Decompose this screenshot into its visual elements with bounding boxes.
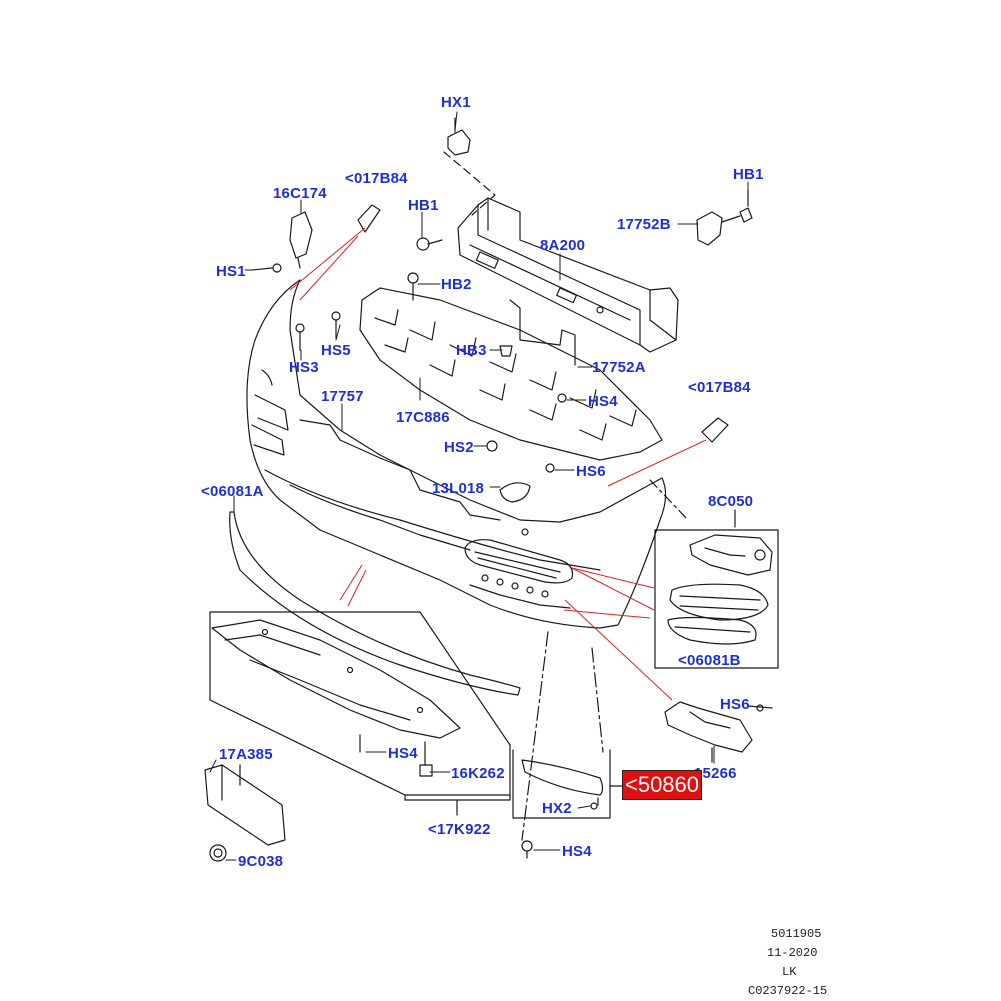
label-hb1-left: HB1 bbox=[408, 197, 439, 214]
hb2-pin bbox=[407, 272, 419, 301]
label-hs4-mid: HS4 bbox=[588, 393, 618, 410]
hs6-mid-screw bbox=[545, 463, 555, 473]
label-17k922: <17K922 bbox=[428, 821, 491, 838]
leader-lines bbox=[209, 111, 749, 861]
label-9c038: 9C038 bbox=[238, 853, 284, 870]
clip-9c038 bbox=[209, 844, 227, 862]
label-13l018: 13L018 bbox=[432, 480, 485, 497]
label-hs2: HS2 bbox=[444, 439, 474, 456]
hs4-mid-screw bbox=[557, 393, 567, 403]
label-hs4-low: HS4 bbox=[388, 745, 418, 762]
label-17c886: 17C886 bbox=[396, 409, 450, 426]
grille-group-8c050 bbox=[654, 509, 779, 669]
red-leader-lines bbox=[289, 227, 707, 701]
dash-dot-guide-right bbox=[591, 647, 604, 753]
label-17752b: 17752B bbox=[617, 216, 671, 233]
bracket-16c174 bbox=[289, 211, 313, 269]
label-hb2: HB2 bbox=[441, 276, 472, 293]
label-hs5: HS5 bbox=[321, 342, 351, 359]
label-16c174: 16C174 bbox=[273, 185, 327, 202]
label-hx2: HX2 bbox=[542, 800, 572, 817]
trim-strip-06081a bbox=[229, 511, 521, 696]
label-06081b: <06081B bbox=[678, 652, 741, 669]
label-06081a: <06081A bbox=[201, 483, 264, 500]
footer-code-1: 5011905 bbox=[771, 927, 822, 941]
label-hx1: HX1 bbox=[441, 94, 471, 111]
reflector-017b84-top bbox=[357, 204, 381, 233]
hs3-screw bbox=[295, 323, 305, 351]
hb3-clip bbox=[499, 345, 513, 357]
bracket-17752b bbox=[696, 189, 753, 246]
label-8c050: 8C050 bbox=[708, 493, 754, 510]
plate-bracket-17a385 bbox=[204, 764, 286, 846]
label-017b84-right: <017B84 bbox=[688, 379, 751, 396]
highlighted-part-number: <50860 bbox=[622, 770, 702, 800]
label-15266: 15266 bbox=[694, 765, 737, 782]
label-16k262: 16K262 bbox=[451, 765, 505, 782]
dash-dot-guide-left bbox=[521, 631, 549, 841]
footer-date: 11-2020 bbox=[767, 946, 818, 960]
label-hs4-bottom: HS4 bbox=[562, 843, 592, 860]
label-hs6-mid: HS6 bbox=[576, 463, 606, 480]
bumper-trim-50860 bbox=[512, 749, 623, 819]
label-hs1: HS1 bbox=[216, 263, 246, 280]
hs5-screw bbox=[331, 311, 341, 339]
energy-absorber-17c886 bbox=[359, 287, 663, 461]
hx1-clip bbox=[447, 117, 471, 156]
hs2-screw bbox=[486, 440, 498, 452]
label-hb3: HB3 bbox=[456, 342, 487, 359]
label-17a385: 17A385 bbox=[219, 746, 273, 763]
bumper-beam-8a200 bbox=[457, 197, 679, 366]
label-17752a: 17752A bbox=[592, 359, 646, 376]
hs4-bottom-screw bbox=[521, 840, 533, 859]
hx1-dash-line bbox=[443, 151, 496, 216]
hs1-screw bbox=[251, 263, 282, 273]
label-hs3: HS3 bbox=[289, 359, 319, 376]
label-hs6-right: HS6 bbox=[720, 696, 750, 713]
label-17757: 17757 bbox=[321, 388, 364, 405]
hb1-bolt bbox=[416, 237, 443, 251]
bumper-cover bbox=[246, 279, 667, 629]
washer-cover-13l018 bbox=[499, 482, 531, 503]
label-hb1-right: HB1 bbox=[733, 166, 764, 183]
label-8a200: 8A200 bbox=[540, 237, 586, 254]
label-017b84-top: <017B84 bbox=[345, 170, 408, 187]
reflector-017b84-right bbox=[701, 417, 729, 443]
bracket-15266 bbox=[664, 701, 773, 763]
footer-code-2: LK bbox=[782, 965, 797, 979]
footer-code-3: C0237922-15 bbox=[748, 984, 828, 998]
undertray-17k922 bbox=[209, 611, 511, 816]
dash-dot-guide-8c050 bbox=[649, 479, 689, 521]
